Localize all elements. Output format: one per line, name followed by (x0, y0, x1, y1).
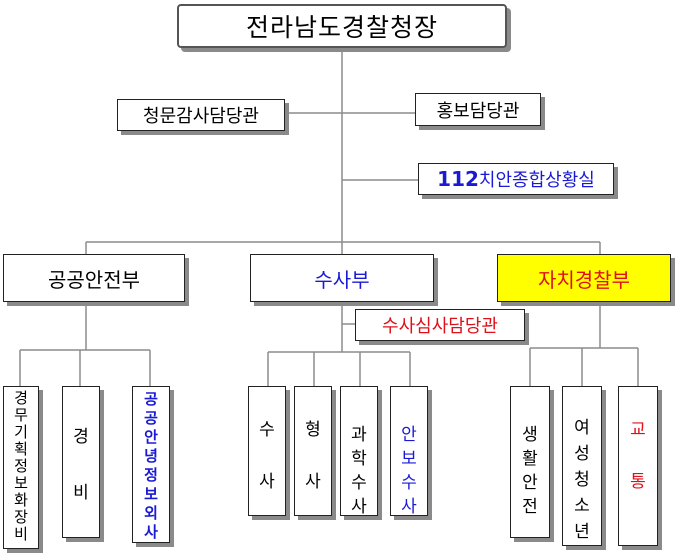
unit-public-info-char: 사 (144, 523, 158, 541)
unit-planning-char: 비 (14, 525, 28, 543)
unit-criminal-affairs-box: 형 사 (294, 386, 332, 516)
unit-security-char: 안 (401, 425, 417, 445)
unit-life-char: 활 (522, 449, 538, 469)
audit-office-box: 청문감사담당관 (117, 99, 285, 131)
unit-planning-char: 보 (14, 474, 28, 492)
situation-room-number: 112 (437, 167, 479, 191)
pr-office-label: 홍보담당관 (436, 100, 520, 122)
unit-public-info-char: 공 (144, 390, 158, 408)
autonomous-police-bureau-box: 자치경찰부 (497, 254, 671, 302)
unit-planning-char: 정 (14, 457, 28, 475)
unit-planning-char: 경 (14, 389, 28, 407)
unit-science-investigation-box: 과 학 수 사 (340, 386, 378, 517)
unit-life-char: 생 (522, 425, 538, 445)
unit-traffic-char: 통 (630, 472, 646, 492)
public-safety-bureau-label: 공공안전부 (48, 267, 140, 292)
chief-label: 전라남도경찰청장 (245, 13, 438, 42)
unit-science-char: 수 (351, 473, 367, 493)
unit-community-safety-box: 생 활 안 전 (510, 386, 550, 538)
unit-science-char: 과 (351, 425, 367, 445)
unit-security-char: 보 (401, 449, 417, 469)
unit-public-info-char: 안 (144, 428, 158, 446)
unit-life-char: 안 (522, 473, 538, 493)
situation-room-box: 112치안종합상황실 (418, 163, 614, 195)
unit-traffic-box: 교 통 (618, 386, 658, 546)
investigation-review-office-box: 수사심사담당관 (355, 309, 525, 341)
unit-women-char: 소 (574, 496, 590, 516)
unit-criminal-char: 사 (305, 472, 321, 492)
unit-planning-char: 장 (14, 508, 28, 526)
unit-women-char: 여 (574, 418, 590, 438)
unit-public-info-char: 보 (144, 485, 158, 503)
unit-security-investigation-box: 안 보 수 사 (390, 386, 428, 517)
chief-box: 전라남도경찰청장 (177, 4, 507, 48)
unit-women-char: 청 (574, 470, 590, 490)
unit-science-char: 학 (351, 449, 367, 469)
unit-women-char: 성 (574, 444, 590, 464)
investigation-bureau-box: 수사부 (250, 254, 434, 302)
unit-crime-investigation-box: 수 사 (248, 386, 286, 516)
situation-room-text: 치안종합상황실 (478, 170, 595, 191)
unit-planning-box: 경 무 기 획 정 보 화 장 비 (3, 386, 39, 549)
unit-public-info-char: 공 (144, 409, 158, 427)
unit-guard-char: 경 (73, 427, 89, 447)
unit-women-char: 년 (574, 522, 590, 542)
unit-public-info-char: 녕 (144, 447, 158, 465)
situation-room-label: 112치안종합상황실 (437, 166, 595, 192)
public-safety-bureau-box: 공공안전부 (3, 254, 185, 302)
autonomous-police-bureau-label: 자치경찰부 (538, 267, 630, 292)
pr-office-box: 홍보담당관 (415, 93, 541, 126)
unit-planning-char: 기 (14, 423, 28, 441)
unit-women-youth-box: 여 성 청 소 년 (562, 386, 602, 546)
unit-public-info-char: 정 (144, 466, 158, 484)
investigation-review-office-label: 수사심사담당관 (382, 316, 498, 337)
unit-life-char: 전 (522, 497, 538, 517)
unit-science-char: 사 (351, 497, 367, 517)
unit-criminal-char: 형 (305, 420, 321, 440)
unit-security-char: 수 (401, 473, 417, 493)
unit-crime-char: 사 (259, 472, 275, 492)
unit-planning-char: 획 (14, 440, 28, 458)
unit-security-char: 사 (401, 497, 417, 517)
unit-planning-char: 무 (14, 406, 28, 424)
unit-crime-char: 수 (259, 420, 275, 440)
unit-guard-char: 비 (73, 483, 89, 503)
unit-public-info-box: 공 공 안 녕 정 보 외 사 (132, 386, 170, 543)
investigation-bureau-label: 수사부 (314, 267, 370, 292)
unit-traffic-char: 교 (630, 420, 646, 440)
unit-planning-char: 화 (14, 491, 28, 509)
audit-office-label: 청문감사담당관 (143, 106, 259, 127)
unit-guard-box: 경 비 (62, 386, 100, 538)
unit-public-info-char: 외 (144, 504, 158, 522)
